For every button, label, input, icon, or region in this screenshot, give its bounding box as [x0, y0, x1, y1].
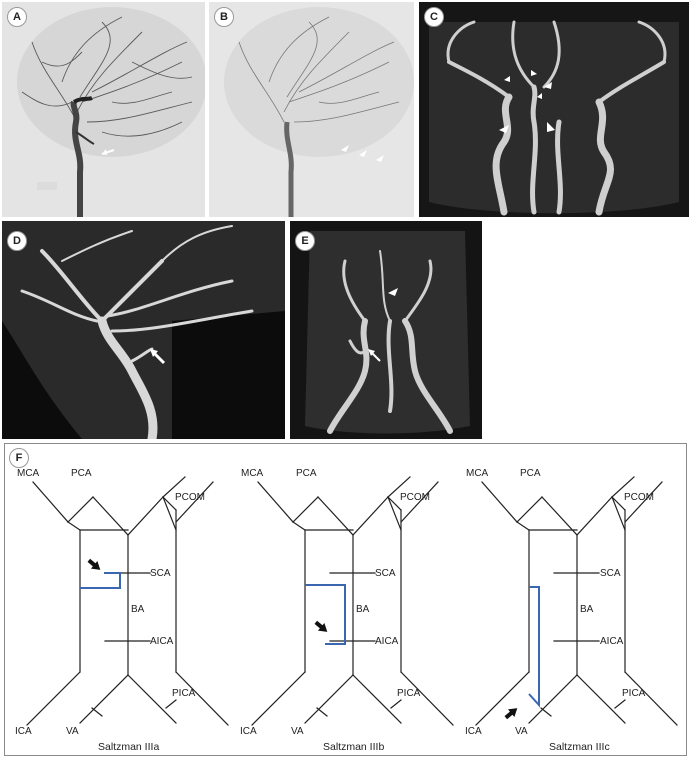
pca-left-line	[516, 496, 543, 523]
mca-right-line	[400, 481, 439, 523]
pca-to-ba-right	[127, 496, 164, 536]
persistent-artery-iiib	[305, 584, 346, 645]
ica-left-lower	[251, 671, 306, 726]
pca-right-upper	[162, 476, 186, 498]
va-right	[127, 674, 177, 724]
panel-a-angiogram	[2, 2, 205, 217]
label-sca-3: SCA	[600, 568, 621, 579]
arrow-iiic	[504, 708, 518, 720]
label-sca-1: SCA	[150, 568, 171, 579]
label-aica-3: AICA	[600, 636, 624, 647]
pca-to-ba-left	[317, 496, 354, 536]
mca-left-line	[257, 481, 294, 523]
pca-to-ba-right	[576, 496, 613, 536]
label-pica-3: PICA	[622, 688, 646, 699]
diagram-group	[26, 476, 678, 726]
label-pica-1: PICA	[172, 688, 196, 699]
label-aica-2: AICA	[375, 636, 399, 647]
label-pca-1: PCA	[71, 468, 92, 479]
ica-right-lower	[400, 671, 454, 726]
panel-d-mra	[2, 221, 285, 439]
mra-c-image	[419, 2, 689, 217]
label-pcom-2: PCOM	[400, 492, 430, 503]
persistent-artery-iiia	[80, 572, 121, 589]
pcom-link	[387, 496, 402, 511]
pca-left-line	[292, 496, 319, 523]
pca-to-ba-right	[352, 496, 389, 536]
label-ba-2: BA	[356, 604, 370, 615]
label-aica-1: AICA	[150, 636, 174, 647]
left-junction-line	[292, 521, 306, 531]
pcom-link	[611, 496, 626, 511]
angiogram-b-image	[209, 2, 414, 217]
ica-right-lower	[624, 671, 678, 726]
hidden	[611, 496, 626, 531]
va-left	[528, 674, 578, 724]
panel-c-mra	[419, 2, 689, 217]
label-mca-2: MCA	[241, 468, 264, 479]
pica-branch	[614, 699, 626, 709]
va-left-branch	[540, 707, 552, 717]
panel-c-label: C	[424, 7, 444, 27]
panel-b-angiogram	[209, 2, 414, 217]
va-left	[304, 674, 354, 724]
va-left-branch	[316, 707, 328, 717]
left-junction-line	[516, 521, 530, 531]
panel-d-label: D	[7, 231, 27, 251]
left-junction-line	[67, 521, 81, 531]
panel-a-label: A	[7, 7, 27, 27]
label-pcom-3: PCOM	[624, 492, 654, 503]
pica-branch	[390, 699, 402, 709]
hidden	[387, 496, 402, 531]
label-mca-1: MCA	[17, 468, 40, 479]
ica-left-lower	[475, 671, 530, 726]
pcom-link	[162, 496, 177, 511]
pca-to-ba-left	[92, 496, 129, 536]
label-sca-2: SCA	[375, 568, 396, 579]
label-ba-1: BA	[131, 604, 145, 615]
persistent-artery-iiic	[528, 586, 540, 708]
arrow-iiib	[314, 620, 328, 632]
label-ba-3: BA	[580, 604, 594, 615]
mca-left-line	[32, 481, 69, 523]
mca-right-line	[175, 481, 214, 523]
label-pica-2: PICA	[397, 688, 421, 699]
mca-right-line	[624, 481, 663, 523]
label-va-3: VA	[515, 726, 528, 737]
caption-saltzman-iiia: Saltzman IIIa	[98, 741, 160, 753]
mca-left-line	[481, 481, 518, 523]
ica-left-lower	[26, 671, 81, 726]
panel-b-label: B	[214, 7, 234, 27]
pica-branch	[165, 699, 177, 709]
label-ica-2: ICA	[240, 726, 257, 737]
panel-e-mra	[290, 221, 482, 439]
va-right	[352, 674, 402, 724]
mra-d-image	[2, 221, 285, 439]
label-ica-1: ICA	[15, 726, 32, 737]
caption-saltzman-iiic: Saltzman IIIc	[549, 741, 610, 753]
panel-e-label: E	[295, 231, 315, 251]
label-mca-3: MCA	[466, 468, 489, 479]
label-ica-3: ICA	[465, 726, 482, 737]
label-pcom-1: PCOM	[175, 492, 205, 503]
pca-right-upper	[611, 476, 635, 498]
arrow-iiia	[87, 558, 101, 570]
angiogram-a-image	[2, 2, 205, 217]
va-right	[576, 674, 626, 724]
label-va-1: VA	[66, 726, 79, 737]
label-va-2: VA	[291, 726, 304, 737]
label-pca-2: PCA	[296, 468, 317, 479]
pca-right-upper	[387, 476, 411, 498]
caption-saltzman-iiib: Saltzman IIIb	[323, 741, 385, 753]
mra-e-image	[290, 221, 482, 439]
hidden	[162, 496, 177, 531]
panel-f-label: F	[9, 448, 29, 468]
ica-right-lower	[175, 671, 229, 726]
va-left	[79, 674, 129, 724]
label-pca-3: PCA	[520, 468, 541, 479]
pca-left-line	[67, 496, 94, 523]
pca-to-ba-left	[541, 496, 578, 536]
va-left-branch	[91, 707, 103, 717]
